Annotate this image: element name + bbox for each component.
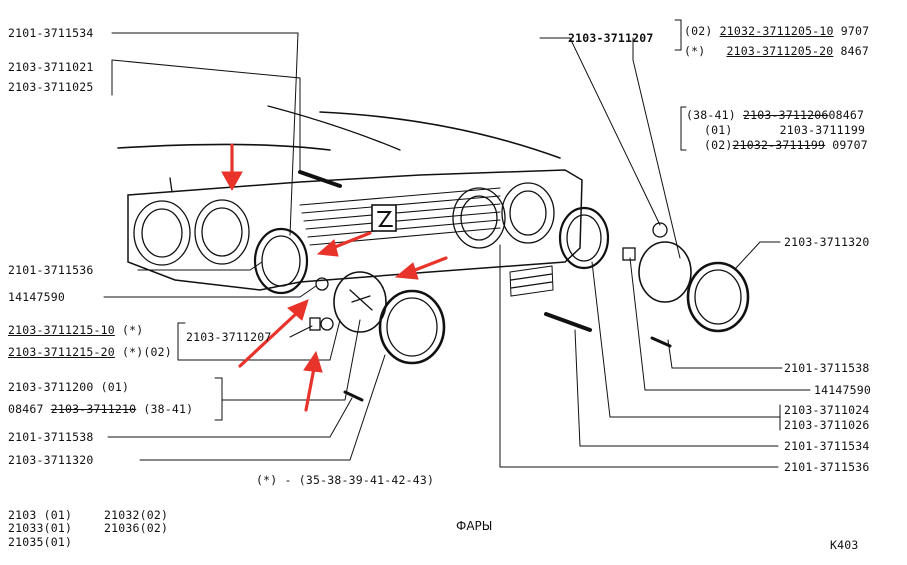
grille-emblem (371, 204, 397, 232)
part-number: 2103-3711205-20 (726, 44, 834, 58)
part-label: (02) 21032-3711205-10 9707 (684, 24, 869, 38)
headlamp-inner-right (452, 187, 506, 249)
sheet-code: K403 (830, 538, 859, 552)
arrow-icon (328, 231, 372, 251)
part-label: 2101-3711538 (8, 430, 94, 444)
part-label: 2103-3711021 (8, 60, 94, 74)
part-suffix: (*)(02) (121, 345, 172, 359)
outer-rim-left (378, 289, 446, 365)
leader-lines (103, 19, 811, 468)
part-label: 2103-3711207 (186, 330, 272, 344)
part-number: 21032-3711199 (732, 138, 826, 152)
model-applicability: 21033(01) (8, 521, 73, 535)
arrow-icon (316, 239, 339, 257)
part-suffix: (02) (704, 138, 733, 152)
part-label: 2101-3711538 (784, 361, 870, 375)
part-suffix: (38-41) (686, 108, 736, 122)
part-number: 2103-3711210 (50, 402, 137, 416)
part-label: 2103-3711025 (8, 80, 94, 94)
outer-rim-right (686, 261, 750, 333)
hood-line (267, 105, 401, 151)
part-suffix: (*) (121, 323, 144, 337)
part-number: 2103-3711215-20 (8, 345, 115, 359)
red-arrows (221, 143, 448, 412)
part-label: 2101-3711536 (784, 460, 870, 474)
part-label: 2103-3711024 (784, 403, 870, 417)
lamp-unit-right (638, 241, 692, 303)
part-suffix: (*) (684, 44, 706, 58)
part-number: 08467 (8, 402, 44, 416)
rim-ring-left (253, 227, 309, 295)
part-number: 2103-3711199 (779, 123, 866, 137)
part-label: 2101-3711534 (8, 26, 94, 40)
part-label: (*) 2103-3711205-20 8467 (684, 44, 869, 58)
part-label: 2101-3711534 (784, 439, 870, 453)
car-front-body (127, 169, 583, 291)
part-suffix: (38-41) (143, 402, 194, 416)
hood-line (117, 143, 331, 151)
model-applicability: 21032(02) (104, 508, 169, 522)
part-number: 21032-3711205-10 (719, 24, 834, 38)
arrow-icon (238, 310, 300, 368)
arrow-icon (304, 366, 316, 412)
headlamp-inner-left (194, 199, 250, 265)
screw-left (298, 170, 342, 188)
part-label: (38-41) 2103-371120608467 (686, 108, 864, 122)
part-label: (01) 2103-3711199 (704, 123, 865, 137)
part-number: 8467 (840, 44, 869, 58)
part-suffix: (01) (704, 123, 733, 137)
footnote: (*) - (35-38-39-41-42-43) (256, 473, 435, 487)
arrow-icon (303, 350, 323, 373)
part-number: 9707 (840, 24, 870, 38)
model-applicability: 2103 (01) (8, 508, 73, 522)
part-label: 2101-3711536 (8, 263, 94, 277)
bulb-left (315, 277, 329, 291)
rim-ring-right (558, 206, 610, 270)
part-label: 2103-3711207 (568, 31, 654, 45)
part-label: 14147590 (8, 290, 65, 304)
arrow-icon (394, 262, 419, 280)
part-label: 2103-3711026 (784, 418, 870, 432)
part-label: (02)21032-3711199 09707 (704, 138, 868, 152)
screw-right (544, 312, 592, 332)
model-applicability: 21036(02) (104, 521, 169, 535)
part-number: 2103-3711215-10 (8, 323, 115, 337)
part-label: 2103-3711320 (8, 453, 94, 467)
part-number: 2103-3711206 (743, 108, 829, 122)
turn-signal (509, 265, 554, 297)
headlamp-outer-left (133, 200, 191, 266)
part-label: 2103-3711215-20 (*)(02) (8, 345, 172, 359)
part-label: 14147590 (814, 383, 871, 397)
headlamp-outer-right (501, 182, 555, 244)
hood-line (319, 111, 561, 159)
part-suffix: (02) (684, 24, 713, 38)
part-number: 09707 (832, 138, 868, 152)
arrow-icon (221, 171, 243, 192)
part-label: 2103-3711215-10 (*) (8, 323, 143, 337)
page-title: ФАРЫ (456, 519, 493, 533)
grille-slats (299, 187, 501, 246)
part-label: 2103-3711200 (01) (8, 380, 130, 394)
model-applicability: 21035(01) (8, 535, 73, 549)
lamp-unit-left (333, 271, 387, 333)
arrow-icon (408, 256, 448, 274)
part-label: 2103-3711320 (784, 235, 870, 249)
part-label: 08467 2103-3711210 (38-41) (8, 402, 193, 416)
part-number: 08467 (828, 108, 865, 122)
arrow-icon (287, 299, 309, 321)
